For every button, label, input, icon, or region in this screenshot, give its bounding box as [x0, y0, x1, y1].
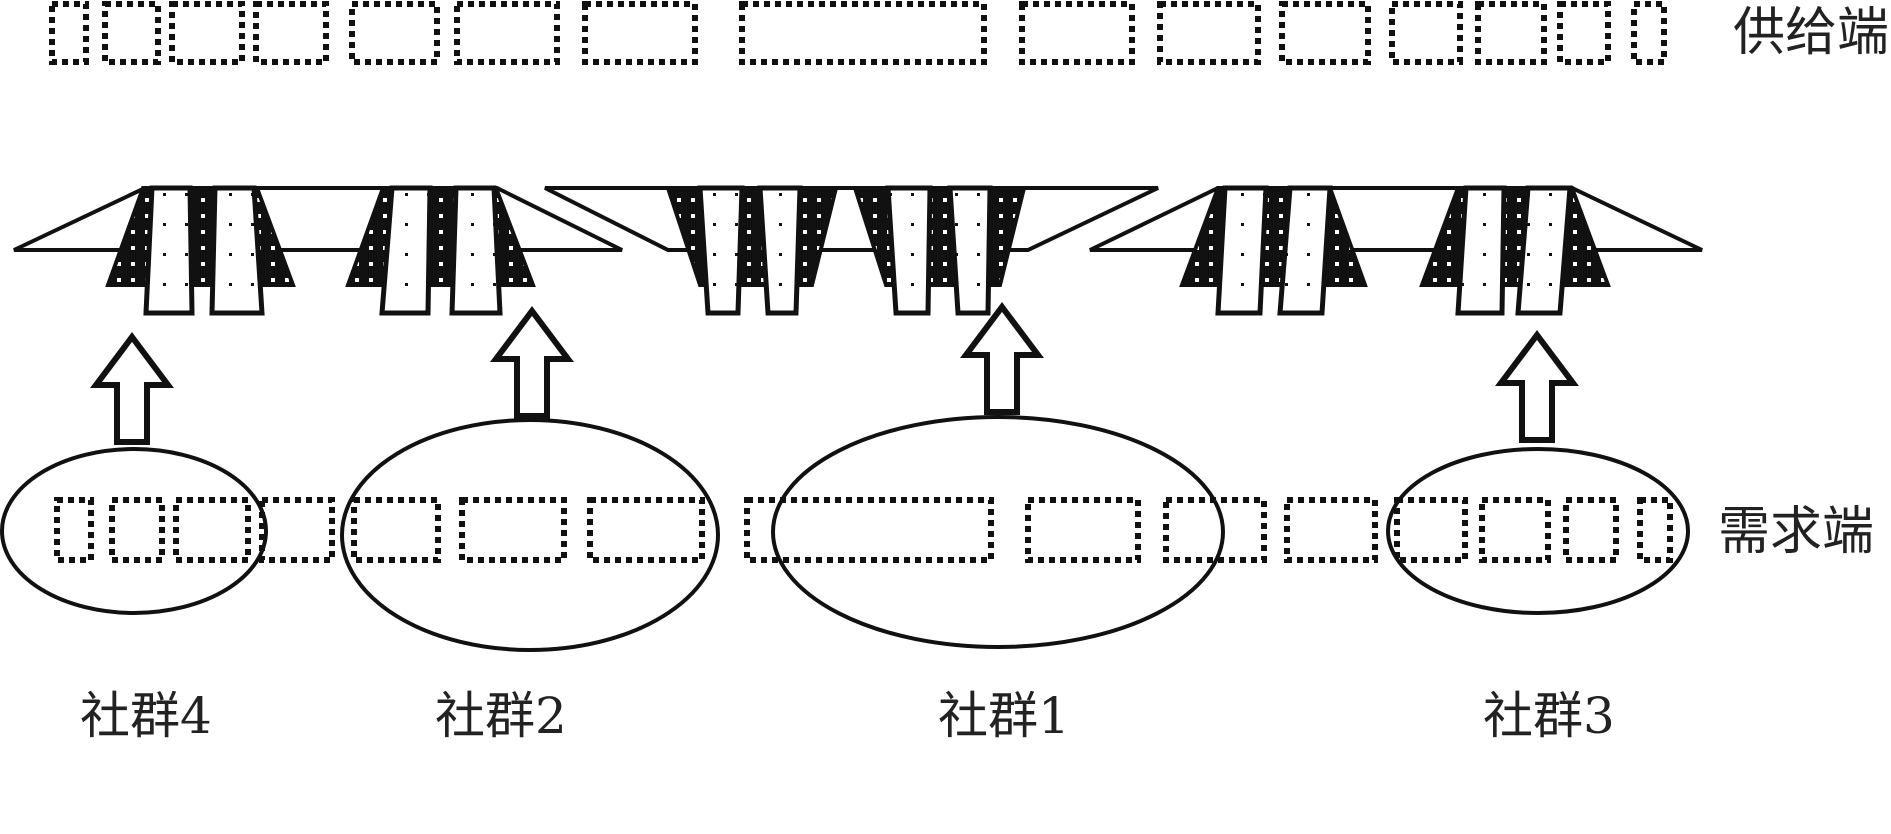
funnel-trapezoid	[13, 186, 623, 252]
funnel-bar	[1455, 185, 1507, 316]
community-ellipse	[0, 447, 268, 615]
supply-side-boxes	[49, 1, 1667, 65]
community-label: 社群3	[1483, 687, 1615, 745]
funnel-bar	[209, 185, 265, 316]
funnel-bar	[1515, 185, 1573, 316]
supply-box	[1019, 1, 1135, 65]
demand-box	[1163, 497, 1267, 563]
demand-arrows	[90, 302, 1579, 445]
demand-box	[1284, 497, 1378, 563]
demand-box	[744, 497, 994, 563]
community-label: 社群1	[938, 687, 1070, 745]
demand-box	[109, 497, 165, 563]
demand-box	[1637, 497, 1673, 563]
demand-box	[1025, 497, 1141, 563]
demand-side-label: 需求端	[1718, 502, 1874, 562]
demand-box	[1479, 497, 1551, 563]
supply-box	[1157, 1, 1261, 65]
funnel-bar	[143, 185, 195, 316]
demand-box	[587, 497, 705, 563]
supply-box	[1631, 1, 1667, 65]
supply-box	[1279, 1, 1371, 65]
supply-box	[1475, 1, 1547, 65]
demand-box	[459, 497, 567, 563]
up-arrow	[960, 302, 1044, 415]
funnel-body	[665, 186, 839, 287]
supply-side-label: 供给端	[1733, 3, 1889, 63]
supply-box	[169, 1, 245, 65]
supply-box	[1557, 1, 1611, 65]
funnel-trapezoid	[544, 186, 1159, 252]
demand-box	[351, 497, 441, 563]
supply-box	[49, 1, 89, 65]
up-arrow	[490, 306, 574, 419]
community-ellipse	[340, 418, 720, 652]
supply-box	[739, 1, 987, 65]
funnel-bar	[885, 185, 933, 316]
funnel-bar	[1277, 185, 1333, 316]
funnel-bar	[449, 185, 503, 316]
funnel-bar	[697, 185, 745, 316]
funnel-bar	[947, 185, 993, 316]
demand-side-boxes	[54, 497, 1673, 563]
up-arrow	[90, 332, 174, 445]
matching-funnels	[13, 185, 1703, 316]
supply-box	[454, 1, 560, 65]
funnel-bar	[379, 185, 433, 316]
funnel-body	[852, 186, 1027, 287]
community-label: 社群4	[80, 687, 212, 745]
supply-box	[253, 1, 329, 65]
demand-box	[54, 497, 94, 563]
supply-box	[349, 1, 440, 65]
community-label: 社群2	[435, 687, 567, 745]
up-arrow	[1495, 330, 1579, 443]
demand-box	[173, 497, 251, 563]
community-ellipse	[771, 415, 1225, 649]
supply-box	[102, 1, 161, 65]
demand-box	[1394, 497, 1468, 563]
supply-box	[582, 1, 698, 65]
demand-box	[259, 497, 335, 563]
funnel-bar	[757, 185, 803, 316]
community-groups	[0, 415, 1690, 652]
funnel-trapezoid	[1089, 186, 1703, 252]
community-ellipse	[1386, 447, 1690, 615]
demand-box	[1563, 497, 1619, 563]
supply-box	[1389, 1, 1463, 65]
funnel-bar	[1215, 185, 1269, 316]
